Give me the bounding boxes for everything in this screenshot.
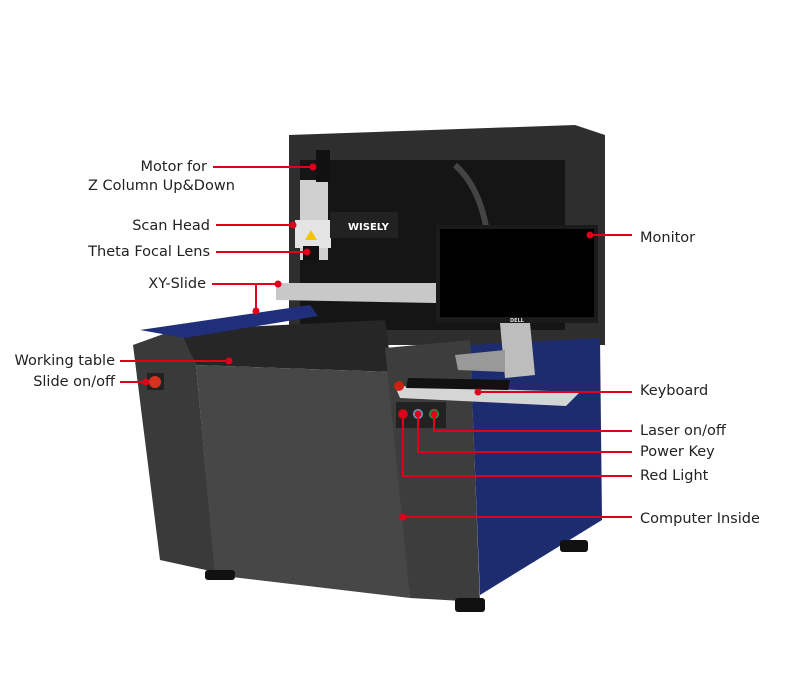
z-motor: [316, 150, 330, 182]
front-panel: [196, 365, 410, 598]
cabinet-side-blue: [470, 338, 602, 595]
label-working-table: Working table: [14, 353, 115, 369]
label-laser-onoff: Laser on/off: [640, 423, 726, 439]
monitor-screen: [440, 229, 594, 317]
label-power-key: Power Key: [640, 444, 715, 460]
brand-logo: WISELY: [348, 222, 390, 233]
label-motor: Motor for: [140, 159, 207, 175]
leader-lines: [120, 166, 632, 518]
foot: [455, 598, 485, 612]
label-motor-line2: Z Column Up&Down: [88, 178, 235, 194]
monitor-arm: [455, 350, 505, 372]
label-red-light: Red Light: [640, 468, 709, 484]
monitor-stand: [500, 323, 535, 378]
brand-box: [330, 212, 398, 238]
label-xy-slide: XY-Slide: [148, 276, 206, 292]
xy-slide-rail: [140, 305, 318, 338]
monitor-brand-logo: DELL: [510, 318, 525, 324]
label-computer-inside: Computer Inside: [640, 511, 760, 527]
foot: [205, 570, 235, 580]
gantry-bar: [276, 283, 436, 303]
label-theta-lens: Theta Focal Lens: [88, 244, 210, 260]
laser-warning-icon: [305, 230, 317, 240]
keyboard: [406, 378, 510, 390]
emergency-stop-button: [394, 381, 404, 391]
slide-switch-knob: [149, 376, 161, 388]
working-table: [180, 320, 392, 372]
label-keyboard: Keyboard: [640, 383, 709, 399]
label-scan-head: Scan Head: [132, 218, 210, 234]
foot: [560, 540, 588, 552]
leader-dots: [142, 163, 594, 521]
label-monitor: Monitor: [640, 230, 696, 246]
label-slide-onoff: Slide on/off: [33, 374, 115, 390]
